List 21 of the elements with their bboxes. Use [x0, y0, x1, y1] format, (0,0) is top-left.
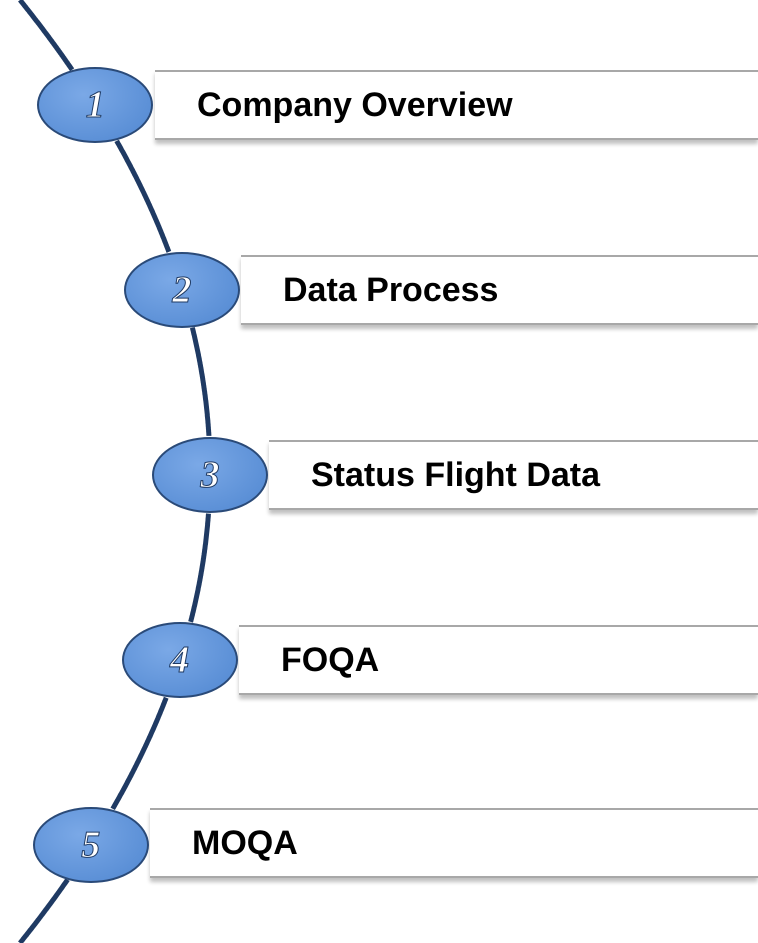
timeline-line — [110, 696, 169, 810]
step-number: 3 — [200, 452, 220, 497]
agenda-title: MOQA — [192, 824, 298, 862]
timeline-line — [190, 326, 212, 438]
timeline-line — [188, 512, 211, 624]
step-number: 4 — [170, 638, 190, 682]
step-number: 2 — [172, 268, 192, 312]
agenda-title: Status Flight Data — [311, 456, 600, 494]
agenda-bar — [241, 255, 758, 325]
timeline-line — [18, 0, 74, 72]
agenda-bar — [150, 808, 758, 878]
agenda-bar — [239, 625, 758, 695]
agenda-title: Data Process — [283, 270, 498, 310]
step-number: 1 — [86, 82, 105, 127]
agenda-title: Company Overview — [197, 86, 513, 124]
timeline-line — [18, 878, 70, 943]
agenda-title: FOQA — [281, 640, 380, 680]
timeline-line — [114, 139, 172, 254]
agenda-bar — [155, 70, 758, 140]
step-number: 5 — [81, 822, 100, 867]
agenda-bar — [269, 440, 758, 510]
